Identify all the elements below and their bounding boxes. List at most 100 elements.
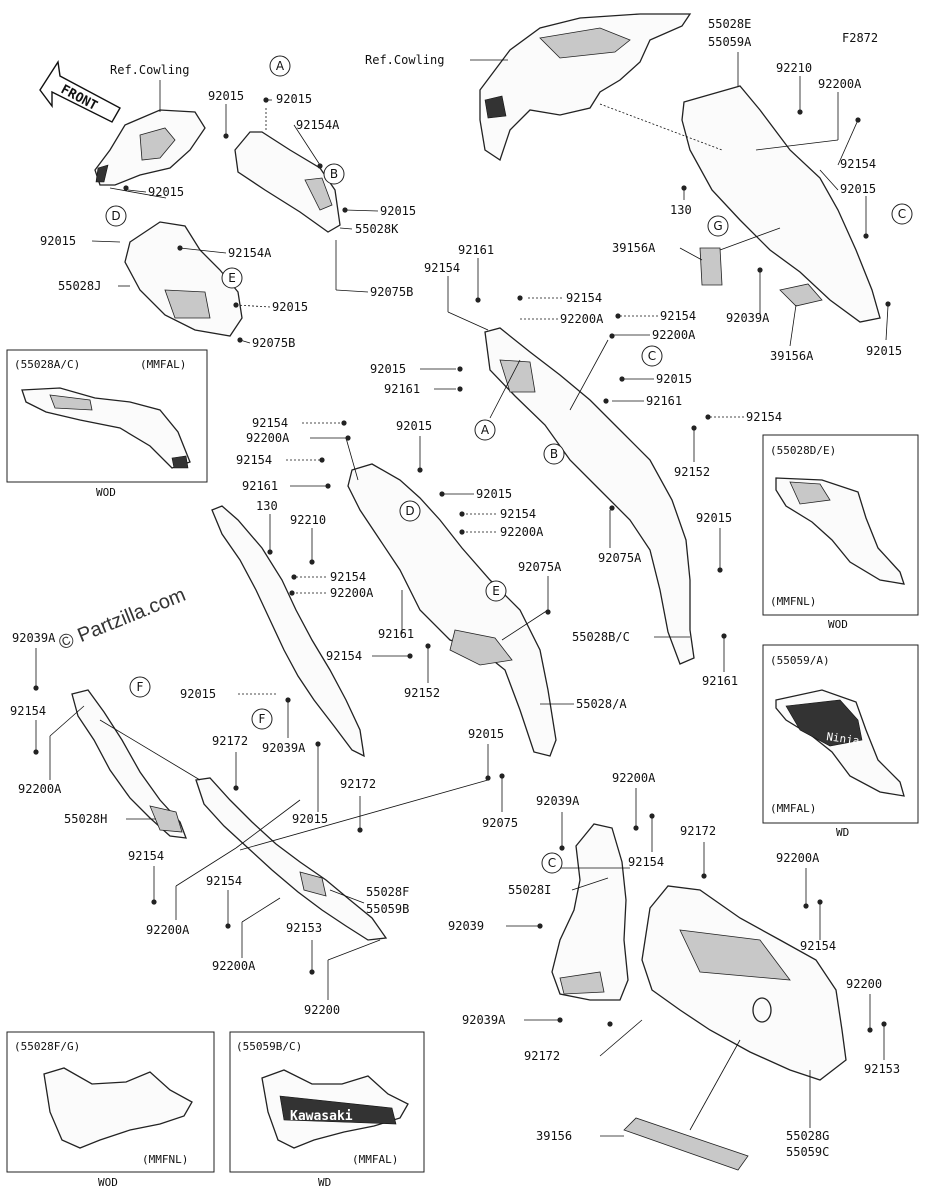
- fastener-marker: [633, 825, 639, 831]
- fastener-marker: [855, 117, 861, 123]
- label: 92161: [378, 627, 414, 641]
- fastener-markers: [33, 97, 891, 1033]
- part-55028H: [71, 689, 187, 839]
- label: 55028J: [58, 279, 101, 293]
- label: 92015: [866, 344, 902, 358]
- inset-55059B-C: (55059B/C) (MMFAL) Kawasaki: [229, 1031, 425, 1173]
- fastener-marker: [123, 185, 129, 191]
- svg-text:E: E: [228, 271, 236, 285]
- label: 92154A: [228, 246, 272, 260]
- fastener-marker: [705, 414, 711, 420]
- svg-text:(MMFNL): (MMFNL): [770, 595, 816, 608]
- fastener-marker: [285, 697, 291, 703]
- svg-text:(55059B/C): (55059B/C): [236, 1040, 302, 1053]
- label: 92200A: [560, 312, 604, 326]
- label: 92015: [656, 372, 692, 386]
- label: 92154: [10, 704, 46, 718]
- fastener-marker: [342, 207, 348, 213]
- label: 92200A: [246, 431, 290, 445]
- fastener-marker: [439, 491, 445, 497]
- diagram-code: F2872: [842, 31, 878, 45]
- callout-A: A: [269, 55, 291, 77]
- top-right-leaders: [599, 52, 889, 347]
- inset-55028F-G: (55028F/G) (MMFNL): [6, 1031, 215, 1173]
- inset-decal-small: Ninja: [826, 730, 861, 747]
- label: 92015: [468, 727, 504, 741]
- label: 92039A: [536, 794, 580, 808]
- svg-text:A: A: [276, 59, 285, 73]
- fastener-marker: [603, 398, 609, 404]
- callout-C-top: C: [891, 203, 913, 225]
- fastener-marker: [559, 845, 565, 851]
- label: 92154A: [296, 118, 340, 132]
- label: 92154: [326, 649, 362, 663]
- fastener-marker: [609, 333, 615, 339]
- fastener-marker: [345, 435, 351, 441]
- label: 92152: [404, 686, 440, 700]
- label: 92200: [846, 977, 882, 991]
- fastener-marker: [357, 827, 363, 833]
- label: 92015: [148, 185, 184, 199]
- label: 92039A: [726, 311, 770, 325]
- ref-cowling-right: Ref.Cowling: [365, 53, 444, 67]
- fastener-marker: [649, 813, 655, 819]
- fastener-marker: [233, 785, 239, 791]
- fastener-marker: [237, 337, 243, 343]
- inset-caption: WOD: [828, 618, 848, 631]
- fastener-marker: [863, 233, 869, 239]
- fastener-marker: [317, 163, 323, 169]
- label: 92154: [424, 261, 460, 275]
- part-55028-55059-left: [211, 505, 365, 758]
- fastener-marker: [341, 420, 347, 426]
- upper-left-brackets: [94, 109, 206, 186]
- svg-text:F: F: [137, 680, 144, 694]
- fastener-marker: [319, 457, 325, 463]
- label: 92172: [212, 734, 248, 748]
- label: 92154: [236, 453, 272, 467]
- label: 92015: [208, 89, 244, 103]
- svg-text:(55028D/E): (55028D/E): [770, 444, 836, 457]
- center-leaders: [420, 258, 744, 462]
- fastener-marker: [315, 741, 321, 747]
- svg-text:A: A: [481, 423, 490, 437]
- inset-55028A-C: (55028A/C) (MMFAL): [6, 349, 208, 483]
- fastener-marker: [609, 505, 615, 511]
- fastener-marker: [557, 1017, 563, 1023]
- fastener-marker: [545, 609, 551, 615]
- svg-text:D: D: [111, 209, 120, 223]
- fastener-marker: [459, 529, 465, 535]
- fastener-marker: [797, 109, 803, 115]
- fastener-marker: [177, 245, 183, 251]
- label: 92154: [566, 291, 602, 305]
- fastener-marker: [309, 969, 315, 975]
- label: 92161: [242, 479, 278, 493]
- inset-caption: WD: [318, 1176, 331, 1189]
- label: 92075A: [518, 560, 562, 574]
- label: 92015: [840, 182, 876, 196]
- label: 55028I: [508, 883, 551, 897]
- label: 92172: [524, 1049, 560, 1063]
- callout-E: E: [221, 267, 243, 289]
- label: 92154: [660, 309, 696, 323]
- label: 55028F: [366, 885, 409, 899]
- label: 55028E: [708, 17, 751, 31]
- label: 92154: [800, 939, 836, 953]
- svg-text:B: B: [330, 167, 338, 181]
- label: 92154: [500, 507, 536, 521]
- mid-right-leaders: [372, 510, 725, 705]
- label: 130: [256, 499, 278, 513]
- part-55028F-55059B: [195, 777, 388, 941]
- fastener-marker: [457, 386, 463, 392]
- callout-C-center: C: [641, 345, 663, 367]
- fastener-marker: [223, 133, 229, 139]
- callout-A-center: A: [474, 419, 496, 441]
- fastener-marker: [867, 1027, 873, 1033]
- part-55028I: [551, 823, 629, 1001]
- fastener-marker: [691, 425, 697, 431]
- svg-text:C: C: [548, 856, 556, 870]
- label: 55028/A: [576, 697, 627, 711]
- part-55028J: [124, 221, 243, 337]
- fastener-marker: [615, 313, 621, 319]
- label: 55059C: [786, 1145, 829, 1159]
